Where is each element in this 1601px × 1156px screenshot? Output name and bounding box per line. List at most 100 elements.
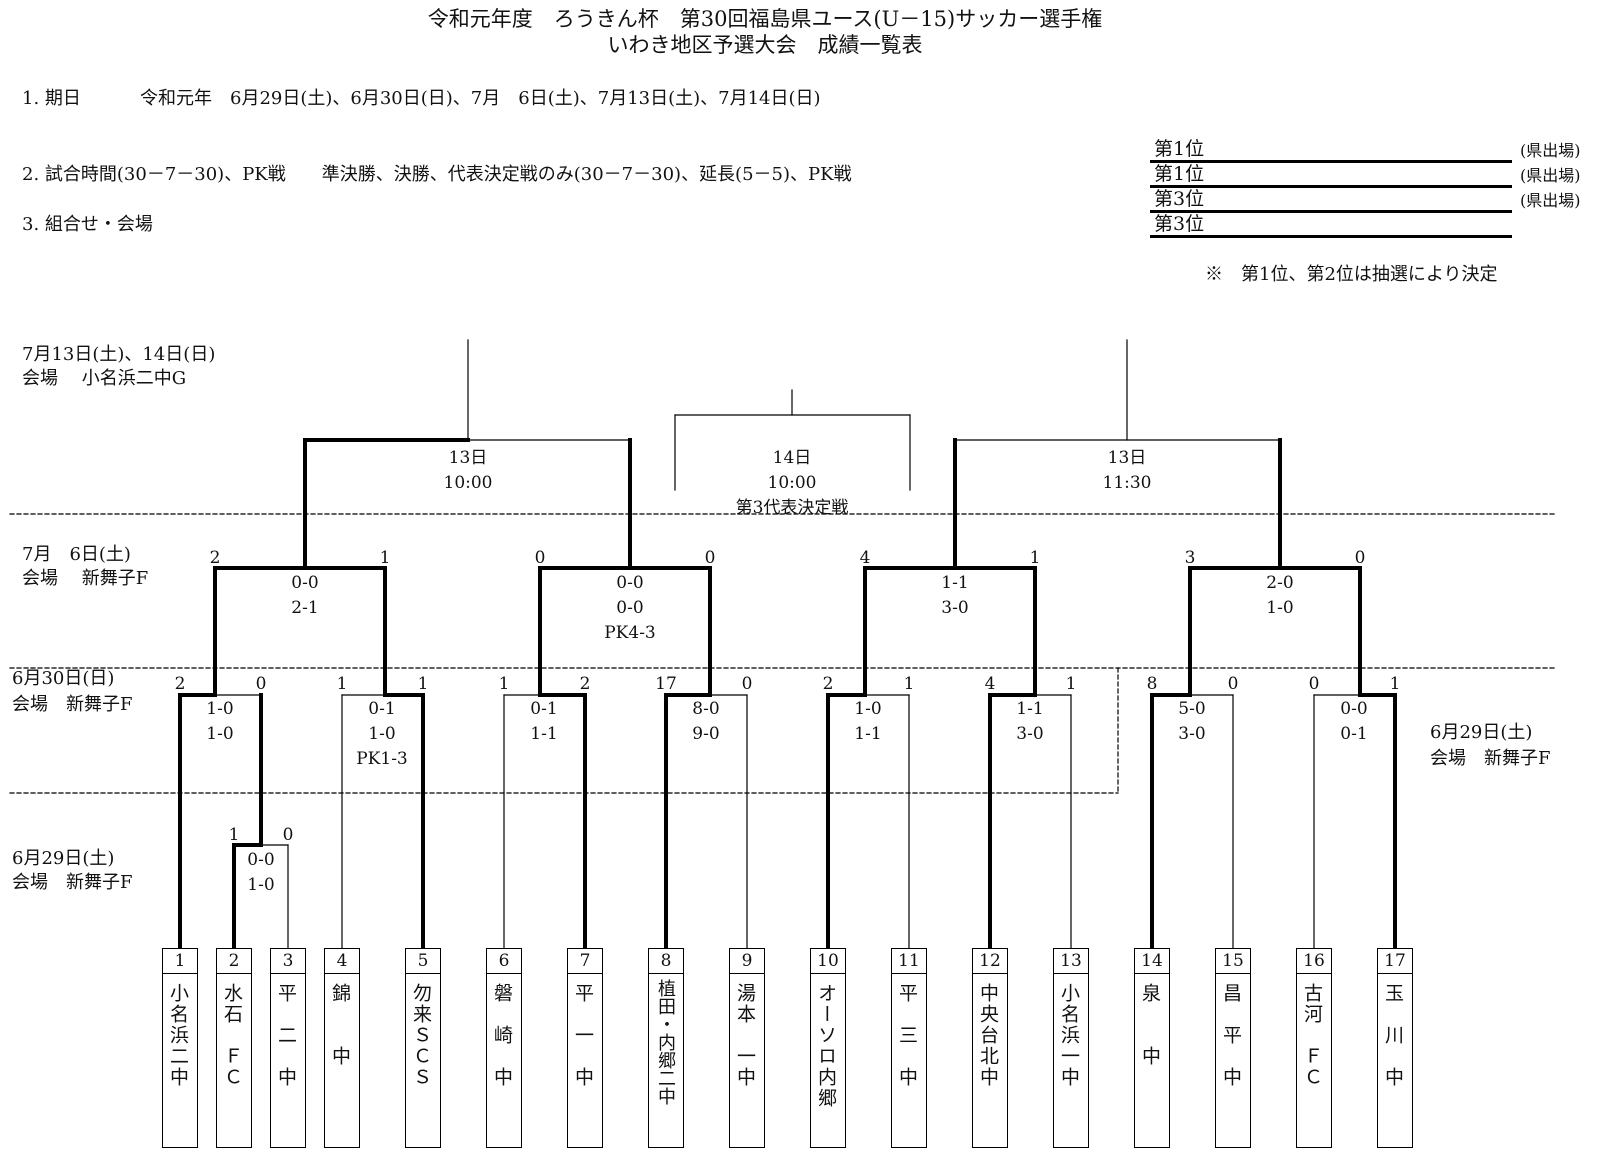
qf-2-half2: 0-0: [616, 598, 644, 618]
r16-7-right-score: 0: [1227, 674, 1239, 694]
qf-1-left-score: 2: [209, 548, 221, 568]
qf-2-pk: PK4-3: [604, 623, 656, 643]
ranking-footnote: ※ 第1位、第2位は抽選により決定: [1205, 264, 1498, 285]
info-match-time: 2. 試合時間(30－7－30)、PK戦 準決勝、決勝、代表決定戦のみ(30－7…: [22, 164, 852, 185]
r16-6-right-score: 1: [1065, 674, 1077, 694]
r16-3-half1: 0-1: [530, 699, 558, 719]
semi-right-time: 11:30: [1102, 473, 1152, 493]
r16-2-right-score: 1: [417, 674, 429, 694]
rank-label-1: 第1位: [1154, 138, 1205, 160]
third-label: 第3代表決定戦: [735, 498, 849, 518]
r32-half2: 1-0: [247, 875, 275, 895]
team-name: 湯本 一中: [734, 983, 756, 1088]
team-name: 錦 中: [329, 983, 351, 1067]
team-number: 10: [811, 949, 845, 974]
winner-paths: [178, 438, 1397, 950]
rank-label-4: 第3位: [1154, 213, 1205, 235]
team-name: 玉 川 中: [1382, 983, 1404, 1088]
right-date: 6月29日(土): [1430, 722, 1533, 743]
qf-3-half2: 3-0: [941, 598, 969, 618]
rank-label-2: 第1位: [1154, 163, 1205, 185]
r16-8-half2: 0-1: [1340, 724, 1368, 744]
r16-1-half2: 1-0: [206, 724, 234, 744]
r32-venue: 会場 新舞子F: [12, 872, 133, 893]
team-box-14: 14 泉 中: [1134, 948, 1170, 1148]
team-number: 17: [1378, 949, 1412, 974]
r16-4-left-score: 17: [655, 674, 677, 694]
r16-3-left-score: 1: [498, 674, 510, 694]
rank-note-3: (県出場): [1520, 191, 1581, 210]
team-number: 15: [1216, 949, 1250, 974]
title-line-1: 令和元年度 ろうきん杯 第30回福島県ユース(U－15)サッカー選手権: [427, 7, 1103, 31]
team-box-11: 11 平 三 中: [891, 948, 927, 1148]
team-number: 3: [271, 949, 305, 974]
team-number: 11: [892, 949, 926, 974]
r32-left-score: 1: [228, 825, 240, 845]
team-box-12: 12 中央台北中: [972, 948, 1008, 1148]
team-box-4: 4 錦 中: [324, 948, 360, 1148]
team-box-13: 13 小名浜一中: [1053, 948, 1089, 1148]
r16-4-right-score: 0: [741, 674, 753, 694]
rank-note-2: (県出場): [1520, 166, 1581, 185]
third-day: 14日: [772, 448, 812, 468]
r16-3-right-score: 2: [579, 674, 591, 694]
team-box-15: 15 昌 平 中: [1215, 948, 1251, 1148]
r16-5-half1: 1-0: [854, 699, 882, 719]
qf-1-right-score: 1: [379, 548, 391, 568]
qf-4-right-score: 0: [1354, 548, 1366, 568]
team-name: 泉 中: [1139, 983, 1161, 1067]
semi-left-time: 10:00: [443, 473, 493, 493]
qf-4-half1: 2-0: [1266, 573, 1294, 593]
team-number: 7: [568, 949, 602, 974]
team-box-8: 8 植田・内郷二中: [648, 948, 684, 1148]
team-box-1: 1 小名浜二中: [162, 948, 198, 1148]
team-number: 6: [487, 949, 521, 974]
team-box-5: 5 勿来ＳＣＳ: [405, 948, 441, 1148]
r16-6-half1: 1-1: [1016, 699, 1044, 719]
rank-line-4: [1150, 235, 1512, 238]
semi-right-day: 13日: [1107, 448, 1147, 468]
rank-line-1: [1150, 160, 1512, 163]
rank-line-3: [1150, 210, 1512, 213]
r16-2-left-score: 1: [336, 674, 348, 694]
qf-1-half2: 2-1: [291, 598, 319, 618]
r16-4-half2: 9-0: [692, 724, 720, 744]
r16-6-left-score: 4: [984, 674, 996, 694]
team-name: 水石 ＦＣ: [221, 983, 243, 1088]
team-number: 8: [649, 949, 683, 974]
team-name: 勿来ＳＣＳ: [410, 983, 432, 1088]
team-name: オーソロ内郷: [815, 983, 837, 1109]
r16-7-half1: 5-0: [1178, 699, 1206, 719]
r16-8-right-score: 1: [1389, 674, 1401, 694]
r16-2-pk: PK1-3: [356, 749, 408, 769]
team-name: 植田・内郷二中: [655, 979, 676, 1105]
team-box-9: 9 湯本 一中: [729, 948, 765, 1148]
team-number: 5: [406, 949, 440, 974]
semi-venue: 会場 小名浜二中G: [22, 368, 187, 389]
qf-3-right-score: 1: [1029, 548, 1041, 568]
team-number: 1: [163, 949, 197, 974]
team-name: 小名浜一中: [1058, 983, 1080, 1088]
qf-4-left-score: 3: [1184, 548, 1196, 568]
right-venue: 会場 新舞子F: [1430, 748, 1551, 769]
r16-venue: 会場 新舞子F: [12, 694, 133, 715]
r16-3-half2: 1-1: [530, 724, 558, 744]
team-box-16: 16 古河 ＦＣ: [1296, 948, 1332, 1148]
qf-3-half1: 1-1: [941, 573, 969, 593]
qf-venue: 会場 新舞子F: [22, 568, 149, 589]
third-time: 10:00: [767, 473, 817, 493]
team-number: 9: [730, 949, 764, 974]
r32-date: 6月29日(土): [12, 848, 115, 869]
qf-2-right-score: 0: [704, 548, 716, 568]
r16-8-left-score: 0: [1308, 674, 1320, 694]
rank-note-1: (県出場): [1520, 141, 1581, 160]
team-name: 小名浜二中: [167, 983, 189, 1088]
qf-2-left-score: 0: [534, 548, 546, 568]
info-period-value: 令和元年 6月29日(土)、6月30日(日)、7月 6日(土)、7月13日(土)…: [140, 88, 821, 109]
r16-1-half1: 1-0: [206, 699, 234, 719]
r16-5-half2: 1-1: [854, 724, 882, 744]
info-period-label: 1. 期日: [22, 88, 81, 109]
r16-8-half1: 0-0: [1340, 699, 1368, 719]
